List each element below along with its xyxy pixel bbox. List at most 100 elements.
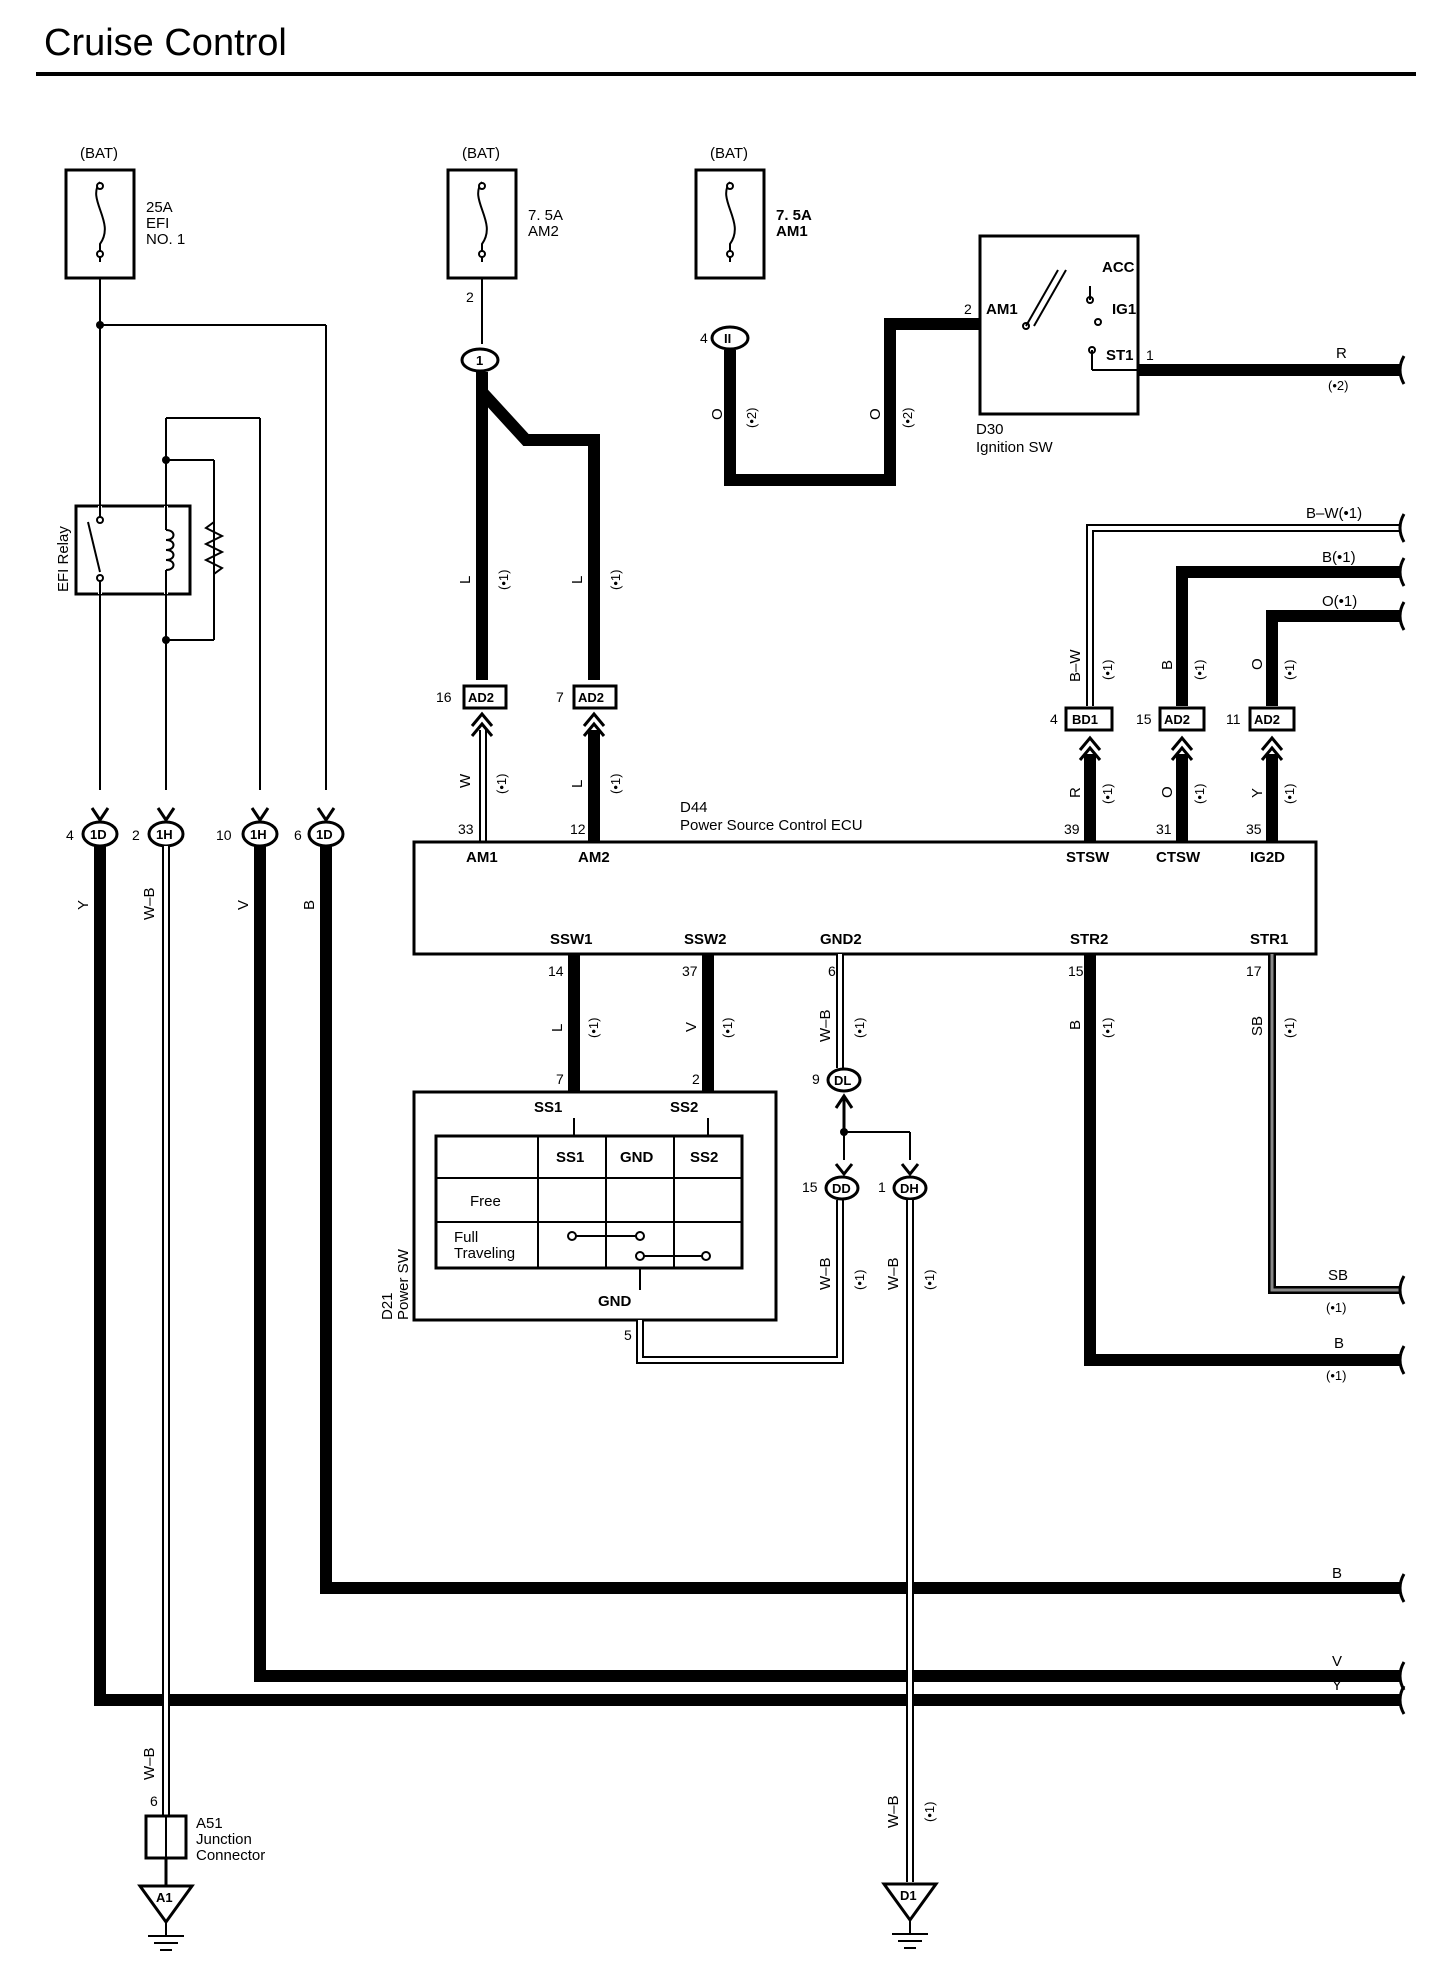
svg-text:(•1): (•1) [1192,660,1207,680]
svg-text:Connector: Connector [196,1847,265,1864]
svg-text:35: 35 [1246,821,1262,837]
svg-text:R: R [1067,787,1084,798]
svg-text:STSW: STSW [1066,849,1110,866]
svg-text:9: 9 [812,1071,820,1087]
svg-text:(•1): (•1) [586,1018,601,1038]
svg-text:(•2): (•2) [744,408,759,428]
wire-dh-wb: W–B (•1) W–B (•1) [885,1200,937,1882]
svg-text:B: B [301,900,318,910]
svg-text:IG2D: IG2D [1250,849,1285,866]
junction-connector-a51: A51 Junction Connector [144,1814,265,1886]
svg-text:Ignition SW: Ignition SW [976,439,1054,456]
connector-ad2-11: 11 AD2 Y (•1) [1226,706,1297,842]
svg-text:Y: Y [75,900,92,910]
svg-text:(BAT): (BAT) [462,145,500,162]
svg-text:STR2: STR2 [1070,931,1108,948]
svg-text:Y: Y [1249,788,1266,798]
svg-text:25A: 25A [146,199,173,216]
svg-text:W–B: W–B [885,1795,902,1828]
svg-text:33: 33 [458,821,474,837]
svg-text:(•1): (•1) [1282,660,1297,680]
svg-text:W–B: W–B [817,1257,834,1290]
svg-text:(•1): (•1) [852,1018,867,1038]
svg-text:6: 6 [828,963,836,979]
svg-text:O: O [1249,658,1266,670]
svg-text:DD: DD [832,1181,851,1196]
svg-text:1: 1 [476,353,483,368]
svg-text:1: 1 [878,1179,886,1195]
wire-power-sw-gnd: 5 W–B (•1) [624,1200,867,1364]
ground-a1: A1 [137,1884,195,1951]
svg-text:AM1: AM1 [466,849,498,866]
fuse-efi-no1: (BAT) 25A EFI NO. 1 [64,145,185,280]
svg-text:17: 17 [1246,963,1262,979]
wire-y: Y Y [75,846,1400,1706]
svg-text:(•1): (•1) [1100,784,1115,804]
svg-text:(•1): (•1) [494,774,509,794]
svg-text:SS2: SS2 [690,1149,718,1166]
svg-text:AM2: AM2 [578,849,610,866]
svg-text:SB: SB [1328,1267,1348,1284]
svg-text:15: 15 [1136,711,1152,727]
svg-text:SSW1: SSW1 [550,931,593,948]
svg-text:B: B [1332,1565,1342,1582]
svg-text:10: 10 [216,827,232,843]
svg-text:(•1): (•1) [922,1802,937,1822]
svg-text:STR1: STR1 [1250,931,1288,948]
wire-wb-left: W–B W–B 6 [141,846,170,1820]
svg-text:6: 6 [294,827,302,843]
svg-text:(•1): (•1) [608,774,623,794]
svg-text:(•1): (•1) [1100,660,1115,680]
wire-bw-out: B–W(•1) B–W (•1) [1067,505,1406,706]
wire-gnd2-wb: W–B (•1) [817,954,867,1068]
svg-text:D1: D1 [900,1888,917,1903]
svg-text:SS1: SS1 [556,1149,584,1166]
svg-text:AD2: AD2 [578,690,604,705]
svg-text:V: V [683,1022,700,1032]
svg-text:IG1: IG1 [1112,301,1136,318]
svg-text:W–B: W–B [885,1257,902,1290]
junction-pin-1d-4: 4 1D [66,807,119,848]
svg-text:L: L [457,576,474,584]
connector-ad2-7: 7 AD2 L (•1) [556,684,623,842]
svg-text:7. 5A: 7. 5A [528,207,563,224]
svg-text:O(•1): O(•1) [1322,593,1357,610]
svg-text:B: B [1334,1335,1344,1352]
svg-text:2: 2 [964,301,972,317]
svg-text:Y: Y [1332,1677,1342,1694]
svg-text:(•2): (•2) [1328,378,1348,393]
svg-text:B: B [1159,660,1176,670]
svg-text:SS1: SS1 [534,1099,562,1116]
efi-relay: EFI Relay [55,278,327,790]
svg-text:D44: D44 [680,799,708,816]
svg-text:(•1): (•1) [496,570,511,590]
svg-text:GND: GND [620,1149,654,1166]
svg-text:Junction: Junction [196,1831,252,1848]
svg-text:6: 6 [150,1793,158,1809]
svg-text:15: 15 [1068,963,1084,979]
svg-text:11: 11 [1226,711,1241,727]
svg-text:W–B: W–B [817,1009,834,1042]
wire-b-long: B B [301,846,1400,1594]
svg-text:A1: A1 [156,1890,173,1905]
svg-text:37: 37 [682,963,698,979]
svg-text:ACC: ACC [1102,259,1135,276]
svg-text:SSW2: SSW2 [684,931,727,948]
ecu-d44: D44 Power Source Control ECU 33 AM1 12 A… [412,799,1318,979]
svg-text:5: 5 [624,1327,632,1343]
svg-text:16: 16 [436,689,452,705]
wire-b-out: B(•1) B (•1) [1159,549,1406,706]
svg-text:1H: 1H [156,827,173,842]
svg-text:1D: 1D [90,827,107,842]
wire-am1-o: O (•2) O (•2) [709,318,980,486]
svg-text:2: 2 [692,1071,700,1087]
wire-am2-l: L (•1) L (•1) [457,278,623,680]
svg-text:GND2: GND2 [820,931,862,948]
svg-text:O: O [1159,786,1176,798]
svg-text:L: L [569,780,586,788]
svg-text:39: 39 [1064,821,1080,837]
svg-text:4: 4 [66,827,74,843]
connector-ad2-15: 15 AD2 O (•1) [1136,706,1207,842]
svg-text:14: 14 [548,963,564,979]
svg-text:(•1): (•1) [1100,1018,1115,1038]
